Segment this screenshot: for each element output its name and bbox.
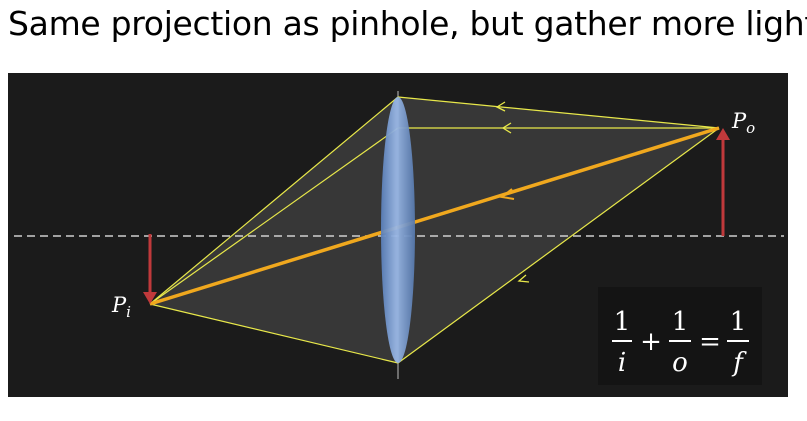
ray-bottom-object-side	[397, 127, 720, 364]
chief-ray-arrow	[499, 188, 515, 200]
image-point-label: Pi	[111, 293, 131, 321]
chief-ray	[149, 126, 720, 306]
equation-plus: +	[640, 327, 662, 357]
equation-term2-numerator: 1	[672, 307, 689, 337]
object-arrow-head	[716, 128, 730, 140]
equation-term3-numerator: 1	[730, 307, 747, 337]
image-light-cone	[150, 97, 398, 363]
equation-term1-numerator: 1	[614, 307, 631, 337]
ray-top-image-side	[149, 96, 399, 305]
equation-term1-denominator: i	[618, 348, 626, 378]
lens	[381, 97, 415, 363]
slide-title: Same projection as pinhole, but gather m…	[8, 4, 807, 43]
ray-direction-arrow	[495, 101, 506, 112]
object-light-cone	[398, 97, 719, 363]
equation-term2-denominator: o	[672, 348, 688, 378]
ray-direction-arrow	[501, 122, 512, 134]
ray-top-object-side	[397, 96, 720, 129]
image-arrow-head	[143, 292, 157, 304]
ray-bottom-image-side	[149, 303, 399, 364]
object-point-label: Po	[731, 109, 755, 137]
thin-lens-equation-box	[598, 287, 762, 385]
lens-diagram: Po Pi 1 i + 1 o = 1 f	[8, 73, 788, 397]
equation-equals: =	[699, 327, 721, 357]
ray-parallel-image-side	[149, 127, 399, 305]
thin-lens-equation: 1 i + 1 o = 1 f	[612, 307, 749, 378]
ray-direction-arrow	[517, 274, 530, 283]
